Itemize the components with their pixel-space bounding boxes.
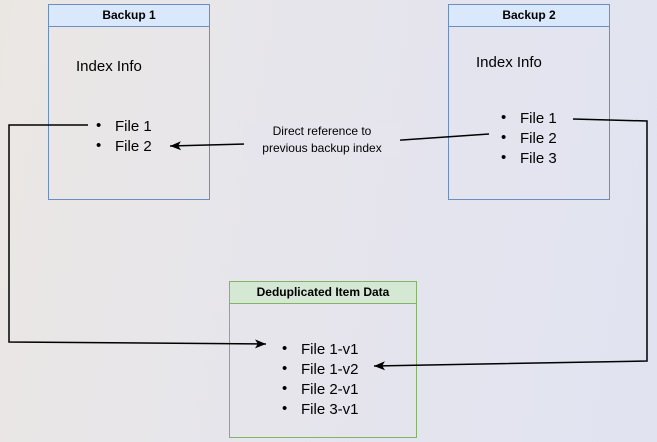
dedup-file-item: File 2-v1	[282, 379, 359, 400]
dedup-file-item: File 1-v2	[282, 359, 359, 380]
edge-label-line1: Direct reference to	[272, 124, 372, 138]
dedup-file-item: File 1-v1	[282, 339, 359, 360]
backup2-index-info-label: Index Info	[476, 54, 542, 71]
backup1-file-item: File 2	[96, 136, 152, 157]
backup2-file-item: File 3	[501, 148, 557, 169]
arrow-backup1-file1-to-dedup	[8, 124, 267, 349]
dedup-file-list: File 1-v1 File 1-v2 File 2-v1 File 3-v1	[282, 339, 359, 420]
dedup-title: Deduplicated Item Data	[230, 282, 416, 304]
backup1-file-item: File 1	[96, 116, 152, 137]
edge-label-direct-reference: Direct reference to previous backup inde…	[244, 123, 400, 157]
dedup-file-item: File 3-v1	[282, 399, 359, 420]
backup1-file-list: File 1 File 2	[96, 116, 152, 157]
backup1-title: Backup 1	[49, 5, 209, 27]
arrow-backup2-file1-to-dedup	[373, 118, 648, 371]
backup1-box: Backup 1 Index Info File 1 File 2	[48, 4, 210, 200]
backup2-file-item: File 2	[501, 128, 557, 149]
edge-label-line2: previous backup index	[262, 141, 382, 155]
backup2-file-list: File 1 File 2 File 3	[501, 108, 557, 169]
backup2-title: Backup 2	[449, 5, 609, 27]
deduplicated-item-data-box: Deduplicated Item Data File 1-v1 File 1-…	[229, 281, 417, 438]
backup2-box: Backup 2 Index Info File 1 File 2 File 3	[448, 4, 610, 200]
backup2-file-item: File 1	[501, 108, 557, 129]
backup1-index-info-label: Index Info	[76, 58, 142, 75]
